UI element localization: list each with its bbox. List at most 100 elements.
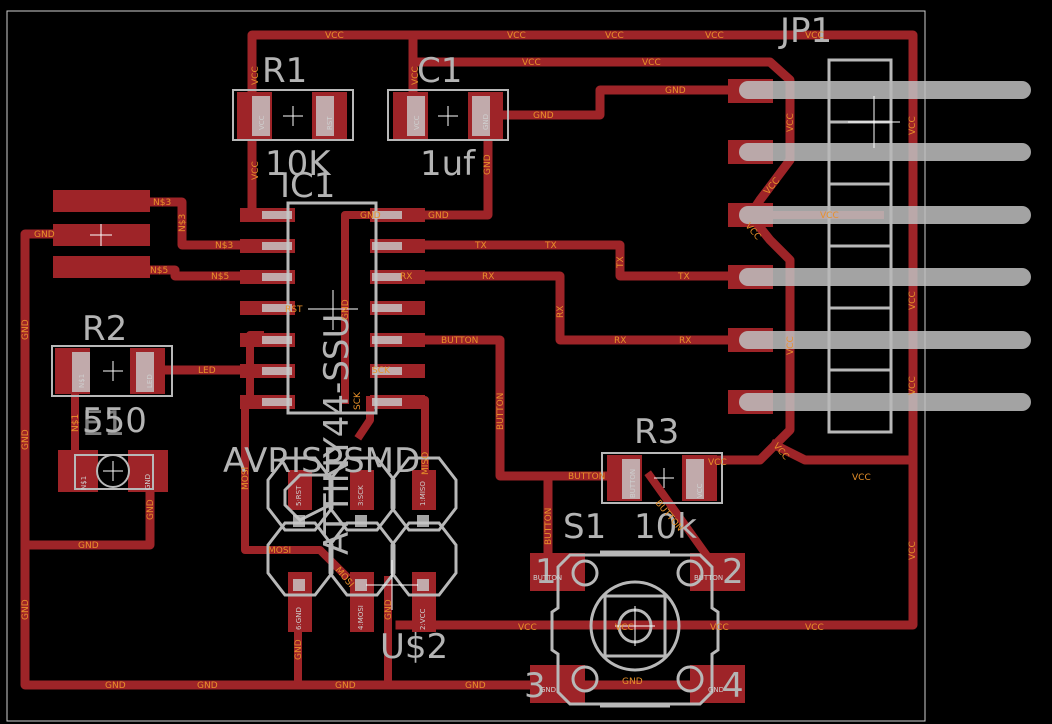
silkscreen-fill [262, 242, 292, 250]
pad-label: LED [146, 374, 154, 388]
net-label: GND [21, 429, 31, 450]
label-r1-value: 10K [265, 144, 332, 184]
net-label: BUTTON [568, 472, 605, 482]
label-s1: S1 [563, 507, 606, 547]
silkscreen-fill [686, 459, 704, 499]
net-label: LED [198, 366, 216, 376]
silkscreen-fill [262, 273, 292, 281]
silkscreen-fill [372, 242, 402, 250]
pcb-polygon [266, 456, 334, 532]
pad-label: GND [708, 686, 724, 694]
net-label: RX [679, 336, 691, 346]
net-label: BUTTON [496, 393, 506, 430]
net-label: GND [665, 86, 686, 96]
silkscreen-fill [293, 579, 305, 591]
silkscreen-fill [407, 96, 425, 136]
net-label: VCC [710, 623, 729, 633]
net-label: VCC [852, 473, 871, 483]
copper-pad [350, 470, 374, 510]
net-label: VCC [251, 161, 261, 180]
net-label: GND [21, 319, 31, 340]
silkscreen-line [96, 454, 130, 488]
pad-labels: VCC RST VCC GND N$1 LED N$1 GND BUTTON V… [78, 114, 724, 694]
pad-label: BUTTON [694, 574, 723, 582]
net-label: VCC [820, 211, 839, 221]
pad-label: VCC [413, 115, 421, 130]
net-label: TX [544, 241, 557, 251]
trace-gnd-c1 [500, 85, 750, 120]
silkscreen-line [387, 89, 509, 141]
net-label: SCK [372, 366, 391, 376]
net-label: GND [34, 230, 55, 240]
label-r3-value: 10k [634, 507, 697, 547]
pcb-rect [603, 594, 667, 658]
isp-footprint [266, 456, 458, 597]
net-label: GND [384, 599, 394, 620]
net-label: GND [465, 681, 486, 691]
label-s1-pin1: 1 [535, 552, 557, 592]
label-s1-pin2: 2 [722, 552, 744, 592]
pcb-polygon [550, 553, 720, 706]
net-label: MOSI [268, 546, 291, 556]
net-label: TX [616, 256, 626, 269]
label-r3: R3 [634, 412, 679, 452]
pad-label: N$1 [78, 374, 86, 388]
trace-vcc-r3-right [768, 438, 918, 465]
silkscreen-fill [417, 515, 429, 527]
pad-label: 2:VCC [419, 609, 427, 630]
silkscreen-line [51, 345, 173, 397]
net-label: VCC [705, 31, 724, 41]
net-label: GND [483, 154, 493, 175]
net-label: GND [335, 681, 356, 691]
net-label: GND [622, 677, 643, 687]
net-label: VCC [411, 66, 421, 85]
jp1-header [739, 58, 1031, 434]
pcb-circle [676, 665, 704, 693]
net-label: VCC [642, 58, 661, 68]
net-label: VCC [507, 31, 526, 41]
net-label: N$3 [153, 198, 171, 208]
silkscreen-fill [293, 515, 305, 527]
net-label: RX [614, 336, 626, 346]
silkscreen-fill [372, 304, 402, 312]
label-r1: R1 [262, 51, 307, 91]
silkscreen [51, 89, 723, 708]
silkscreen-line [232, 89, 354, 141]
net-label: GND [360, 211, 381, 221]
silkscreen-fill [262, 367, 292, 375]
pcb-circle [676, 559, 704, 587]
net-label: VCC [805, 31, 824, 41]
net-label: VCC [908, 116, 918, 135]
pad-label: VCC [258, 115, 266, 130]
silkscreen-fill [262, 336, 292, 344]
silkscreen-fill [252, 96, 270, 136]
silkscreen-fill [136, 352, 154, 392]
net-label: MOSI [241, 467, 251, 490]
net-label: GND [197, 681, 218, 691]
net-label: VCC [908, 291, 918, 310]
pcb-circle [571, 559, 599, 587]
net-label: TX [677, 272, 690, 282]
silkscreen-fill [355, 579, 367, 591]
silkscreen-fill [372, 273, 402, 281]
silkscreen-fill [622, 459, 640, 499]
net-label: VCC [908, 541, 918, 560]
label-c1-value: 1uf [420, 144, 476, 184]
net-label: VCC [605, 31, 624, 41]
trace-gnd-e1 [20, 485, 155, 550]
pad-label: 4:MOSI [357, 605, 365, 630]
net-label: GND [341, 299, 351, 320]
pad-label: 5:RST [295, 485, 303, 506]
label-ic1-value: ATTINY44-SSU [317, 314, 357, 555]
net-label: SCK [353, 391, 363, 410]
trace-vcc-top [247, 30, 918, 630]
trace-tx [395, 240, 750, 281]
label-e1: E1 [82, 404, 125, 444]
net-label: VCC [786, 336, 796, 355]
net-label: VCC [518, 623, 537, 633]
pad-label: BUTTON [533, 574, 562, 582]
net-label: GND [533, 111, 554, 121]
net-label: VCC [786, 113, 796, 132]
net-label: GND [428, 211, 449, 221]
trace-button [395, 335, 625, 481]
